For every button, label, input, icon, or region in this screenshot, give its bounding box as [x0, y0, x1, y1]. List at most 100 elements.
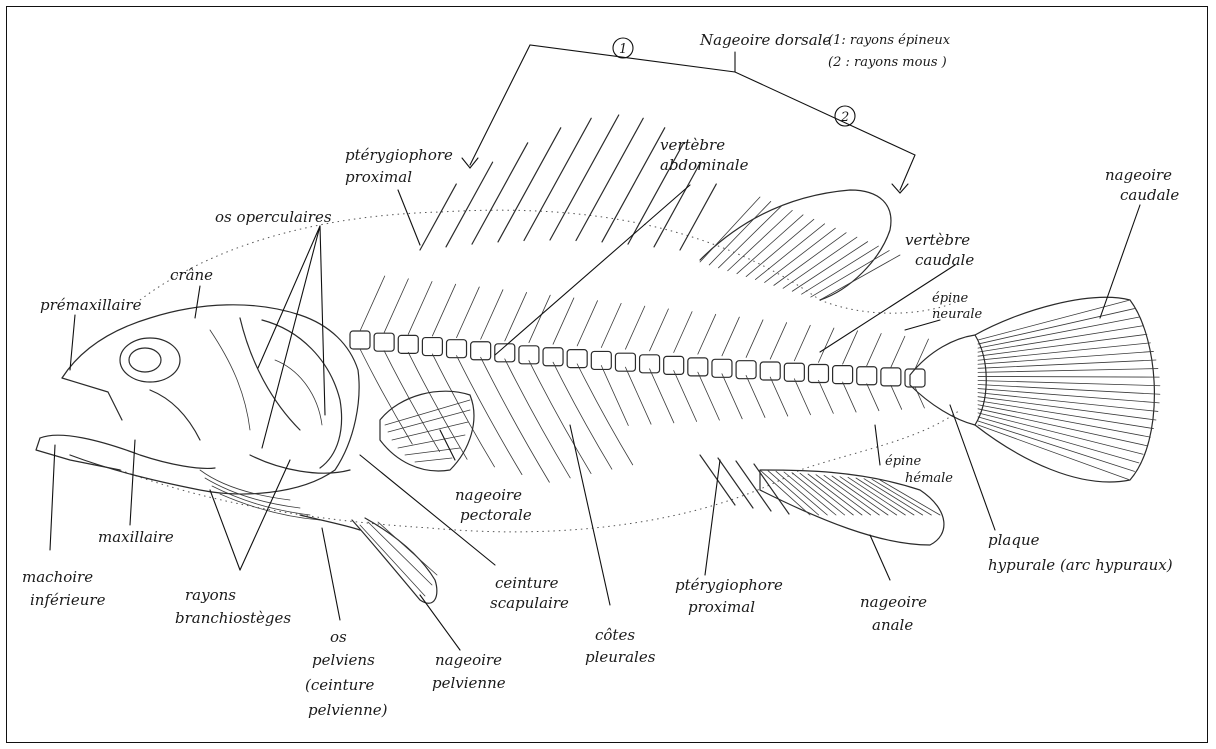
dorsal-spine-ray	[550, 115, 619, 240]
label-crane: crâne	[170, 266, 213, 284]
caudal-fin	[975, 297, 1160, 482]
anal-fin-ray	[832, 476, 888, 515]
soft-dorsal-ray	[728, 210, 793, 270]
haemal-spine	[843, 382, 857, 412]
anal-fin-ray	[768, 471, 819, 515]
vertebra	[640, 355, 660, 373]
caudal-fin-ray	[978, 326, 1143, 352]
label-cotes-pleurales: côtes	[595, 626, 635, 644]
dorsal-fin-soft	[700, 190, 900, 300]
label-nageoire-anale: nageoire	[860, 593, 927, 611]
pleural-rib	[577, 364, 633, 465]
label-vertebre-abdominale-2: abdominale	[660, 156, 749, 174]
label-os-operculaires: os operculaires	[215, 208, 332, 226]
label-cotes-pleurales-2: pleurales	[585, 648, 656, 666]
soft-dorsal-ray	[746, 219, 814, 276]
ribs-and-haemal-spines	[360, 349, 924, 482]
soft-dorsal-ray	[737, 215, 803, 274]
soft-dorsal-ray	[783, 237, 857, 288]
soft-dorsal-ray	[755, 224, 824, 280]
neural-spine	[457, 287, 480, 338]
label-rayons-branchiosteges-2: branchiostèges	[175, 609, 291, 627]
neural-spine	[384, 279, 408, 333]
label-nageoire-pectorale-2: pectorale	[460, 506, 532, 524]
neural-spine	[891, 336, 905, 367]
label-pterygiophore-proximal-top-2: proximal	[345, 168, 412, 186]
soft-dorsal-ray	[774, 233, 846, 286]
label-nageoire-anale-2: anale	[872, 616, 913, 634]
caudal-fin-ray	[978, 300, 1130, 340]
anal-fin-ray	[824, 475, 879, 515]
dorsal-spine-ray	[602, 128, 665, 242]
neural-spine	[577, 301, 597, 346]
label-maxillaire: maxillaire	[98, 528, 174, 546]
dorsal-spine-ray	[654, 162, 701, 247]
haemal-spine	[818, 380, 833, 413]
vertebra	[374, 333, 394, 351]
anal-spine	[736, 461, 771, 511]
dorsal-spine-ray	[576, 118, 643, 240]
label-nageoire-pectorale: nageoire	[455, 486, 522, 504]
dorsal-spine-ray	[446, 162, 493, 247]
neural-spine	[746, 320, 763, 358]
anal-fin-ray	[808, 474, 862, 515]
vertebra	[664, 356, 684, 374]
haemal-spine	[794, 379, 810, 415]
soft-dorsal-ray	[765, 228, 836, 282]
label-os-pelviens-3: (ceinture	[305, 676, 374, 694]
haemal-spine	[698, 372, 720, 420]
pleural-rib	[384, 351, 440, 452]
neural-spine	[553, 298, 574, 344]
vertebra	[398, 335, 418, 353]
anal-fin-ray	[776, 471, 827, 515]
label-vertebre-abdominale: vertèbre	[660, 136, 725, 154]
soft-dorsal-ray	[811, 251, 889, 298]
neural-spine	[794, 325, 810, 360]
label-epine-neurale-2: neurale	[932, 307, 983, 322]
haemal-spine	[770, 377, 788, 416]
dorsal-spine-ray	[472, 143, 528, 244]
soft-dorsal-ray	[700, 197, 760, 262]
anal-fin-ray	[840, 477, 897, 515]
caudal-fin-outline	[975, 297, 1154, 482]
pleural-rib	[553, 362, 612, 469]
dorsal-spine-ray	[498, 128, 561, 242]
soft-dorsal-ray	[792, 242, 867, 292]
label-plaque-hypurale: plaque	[988, 531, 1040, 549]
caudal-fin-ray	[978, 385, 1160, 395]
label-vertebre-caudale: vertèbre	[905, 231, 970, 249]
haemal-spine	[891, 385, 902, 409]
vertebra	[881, 368, 901, 386]
label-epine-neurale: épine	[932, 291, 969, 306]
label-nageoire-pelvienne: nageoire	[435, 651, 502, 669]
dorsal-spine-ray	[420, 184, 456, 250]
neural-spine	[698, 314, 716, 354]
label-nageoire-caudale: nageoire	[1105, 166, 1172, 184]
neural-spine	[867, 334, 881, 366]
label-machoire-inferieure-2: inférieure	[30, 591, 106, 609]
pectoral-fin	[380, 391, 474, 471]
neural-spine	[432, 284, 455, 336]
vertebra	[567, 350, 587, 368]
pleural-rib	[360, 349, 412, 444]
label-num-2: 2	[840, 110, 849, 125]
neural-spine	[529, 295, 550, 342]
soft-dorsal-ray	[802, 246, 879, 294]
caudal-fin-ray	[978, 380, 1160, 385]
haemal-spine	[650, 369, 674, 423]
label-rayons-epineux: (1: rayons épineux	[828, 33, 951, 48]
vertebra	[615, 353, 635, 371]
vertebra	[422, 338, 442, 356]
label-plaque-hypurale-2: hypurale (arc hypuraux)	[988, 556, 1173, 574]
neural-spine	[481, 290, 503, 340]
vertebra	[808, 364, 828, 382]
anal-fin-ray	[816, 475, 871, 515]
label-os-pelviens-2: pelviens	[312, 651, 375, 669]
vertebra	[833, 366, 853, 384]
anal-spine	[754, 464, 789, 514]
haemal-spine	[722, 374, 742, 419]
vertebra	[857, 367, 877, 385]
label-os-pelviens: os	[330, 628, 347, 646]
label-pterygiophore-proximal-bottom-2: proximal	[688, 598, 755, 616]
label-pterygiophore-proximal-top: ptérygiophore	[345, 146, 453, 164]
